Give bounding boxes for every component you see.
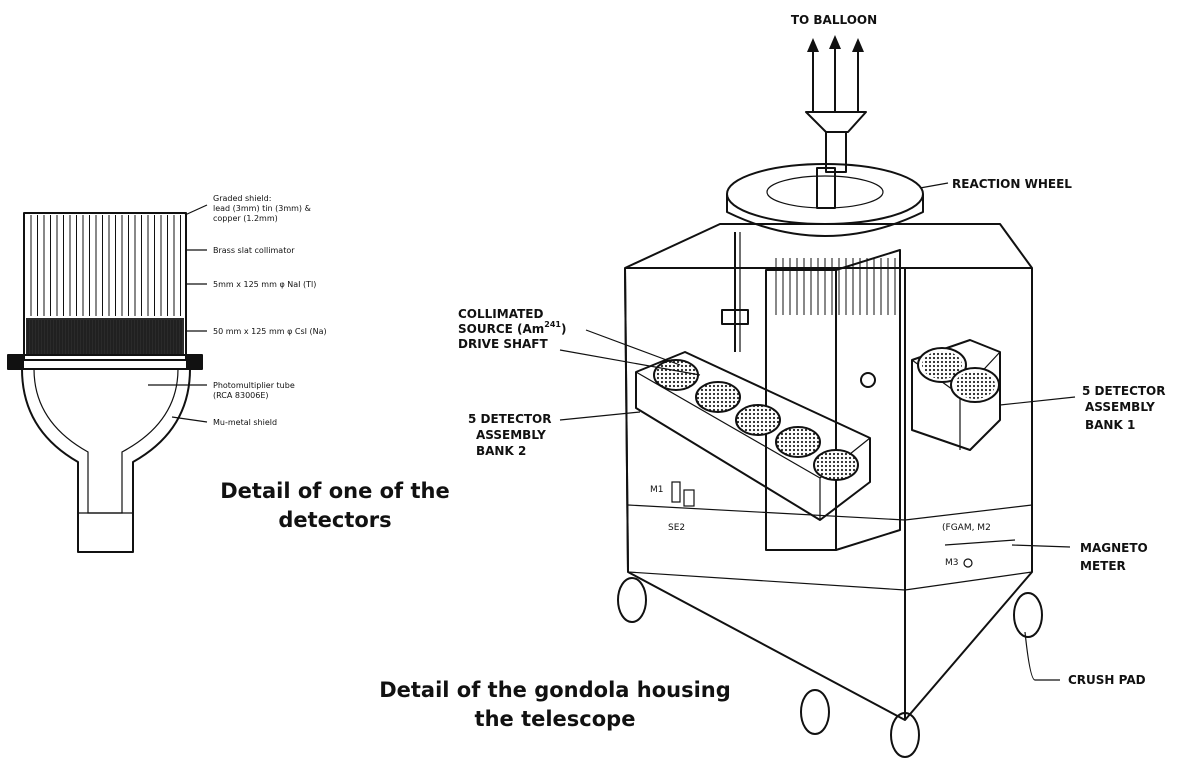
- balloon-arrowhead-2: [829, 35, 841, 49]
- leader-source: [585, 329, 681, 366]
- wheel-hub: [816, 167, 836, 209]
- reaction-wheel-rim: [726, 194, 924, 237]
- frame-left-edge: [624, 267, 629, 573]
- label-collimated: COLLIMATED: [458, 307, 543, 321]
- label-graded-shield-2: lead (3mm) tin (3mm) &: [213, 204, 311, 213]
- bank1-detector-2-fill: [955, 371, 995, 399]
- label-source-close: ): [561, 322, 566, 336]
- leader-mu: [171, 416, 208, 423]
- balloon-arrowhead-3: [852, 38, 864, 52]
- gondola-frame: [624, 223, 1033, 721]
- label-nai-crystal: 5mm x 125 mm φ NaI (Tl): [213, 280, 316, 289]
- label-crush-pad: CRUSH PAD: [1068, 673, 1146, 687]
- mu-metal-shield: [33, 368, 179, 514]
- bank1-tray: [911, 339, 1001, 451]
- label-mu-metal: Mu-metal shield: [213, 418, 277, 427]
- suspension-rod: [825, 131, 847, 173]
- frame-mid-rail-right: [904, 504, 1033, 521]
- bank2-detector: [653, 359, 699, 391]
- crush-pad-front-center: [800, 689, 830, 735]
- balloon-arrowhead-1: [807, 38, 819, 52]
- crush-pad-front-left: [617, 577, 647, 623]
- central-column-side: [835, 249, 901, 551]
- m1-device-2: [683, 489, 695, 507]
- detector-drawing: Graded shield: lead (3mm) tin (3mm) & co…: [7, 194, 450, 553]
- leader-wheel: [919, 182, 949, 189]
- bank2-detector: [775, 426, 821, 458]
- bolt-left: [8, 356, 24, 368]
- frame-bottom-rail-right: [904, 571, 1033, 591]
- reaction-wheel: [726, 163, 924, 225]
- reaction-wheel-inner: [766, 175, 884, 209]
- label-bank2-3: BANK 2: [476, 444, 526, 458]
- leader-magneto: [1011, 544, 1071, 548]
- label-bank2-2: ASSEMBLY: [476, 428, 546, 442]
- label-drive-shaft: DRIVE SHAFT: [458, 337, 548, 351]
- label-bank2-1: 5 DETECTOR: [468, 412, 552, 426]
- label-pmt-1: Photomultiplier tube: [213, 381, 295, 390]
- crush-pad-back-right: [1013, 592, 1043, 638]
- label-magneto-2: METER: [1080, 559, 1126, 573]
- leader-crush: [1024, 631, 1060, 681]
- flange: [7, 354, 203, 370]
- label-m3: M3: [945, 558, 959, 568]
- label-reaction-wheel: REACTION WHEEL: [952, 177, 1072, 191]
- bank2-detectors: [653, 359, 859, 481]
- collimator-slats: [30, 215, 181, 316]
- bank2-detector: [813, 449, 859, 481]
- label-to-balloon: TO BALLOON: [791, 13, 877, 27]
- bank2-detector: [695, 381, 741, 413]
- gondola-drawing: TO BALLOON REACTION WHEEL: [379, 13, 1166, 758]
- bolt-right: [186, 356, 202, 368]
- label-graded-shield-3: copper (1.2mm): [213, 214, 278, 223]
- gondola-caption-line-1: Detail of the gondola housing: [379, 678, 731, 702]
- leader-drive-shaft: [559, 349, 701, 376]
- detector-caption-line-1: Detail of one of the: [220, 479, 450, 503]
- leader-bank2: [559, 411, 641, 421]
- m1-device: [671, 481, 681, 503]
- label-source-am: SOURCE (Am241): [458, 320, 566, 336]
- column-port: [860, 372, 876, 388]
- detector-caption-line-2: detectors: [278, 508, 391, 532]
- label-magneto-1: MAGNETO: [1080, 541, 1148, 555]
- label-bank1-2: ASSEMBLY: [1085, 400, 1155, 414]
- bank2-tray: [635, 351, 871, 521]
- bank2-detector: [735, 404, 781, 436]
- label-source-sup: 241: [544, 320, 561, 329]
- leader-bank1: [999, 396, 1076, 406]
- label-bank1-3: BANK 1: [1085, 418, 1135, 432]
- central-collimator-slats: [775, 258, 896, 315]
- leader-graded: [184, 204, 208, 216]
- magnetometer-rod: [944, 539, 1016, 546]
- bank1-detector-1-fill: [922, 351, 962, 379]
- label-source-am-text: SOURCE (Am: [458, 322, 544, 336]
- frame-bottom-rail: [627, 571, 906, 591]
- drive-shaft-block: [721, 309, 749, 325]
- label-pmt-2: (RCA 83006E): [213, 391, 269, 400]
- suspension-yoke: [805, 111, 867, 133]
- crush-pad-front-right: [890, 712, 920, 758]
- gondola-caption-line-2: the telescope: [475, 707, 636, 731]
- pmt-housing: [21, 368, 191, 553]
- label-m1: M1: [650, 485, 664, 495]
- label-graded-shield-1: Graded shield:: [213, 194, 271, 203]
- m3-sensor: [963, 558, 973, 568]
- crystal-hatch: [27, 320, 182, 354]
- label-brass-collimator: Brass slat collimator: [213, 246, 295, 255]
- label-bank1-1: 5 DETECTOR: [1082, 384, 1166, 398]
- label-se2: SE2: [668, 523, 685, 533]
- label-csi-crystal: 50 mm x 125 mm φ CsI (Na): [213, 327, 327, 336]
- label-fgam: (FGAM, M2: [942, 523, 991, 533]
- collimator-body: [23, 212, 187, 361]
